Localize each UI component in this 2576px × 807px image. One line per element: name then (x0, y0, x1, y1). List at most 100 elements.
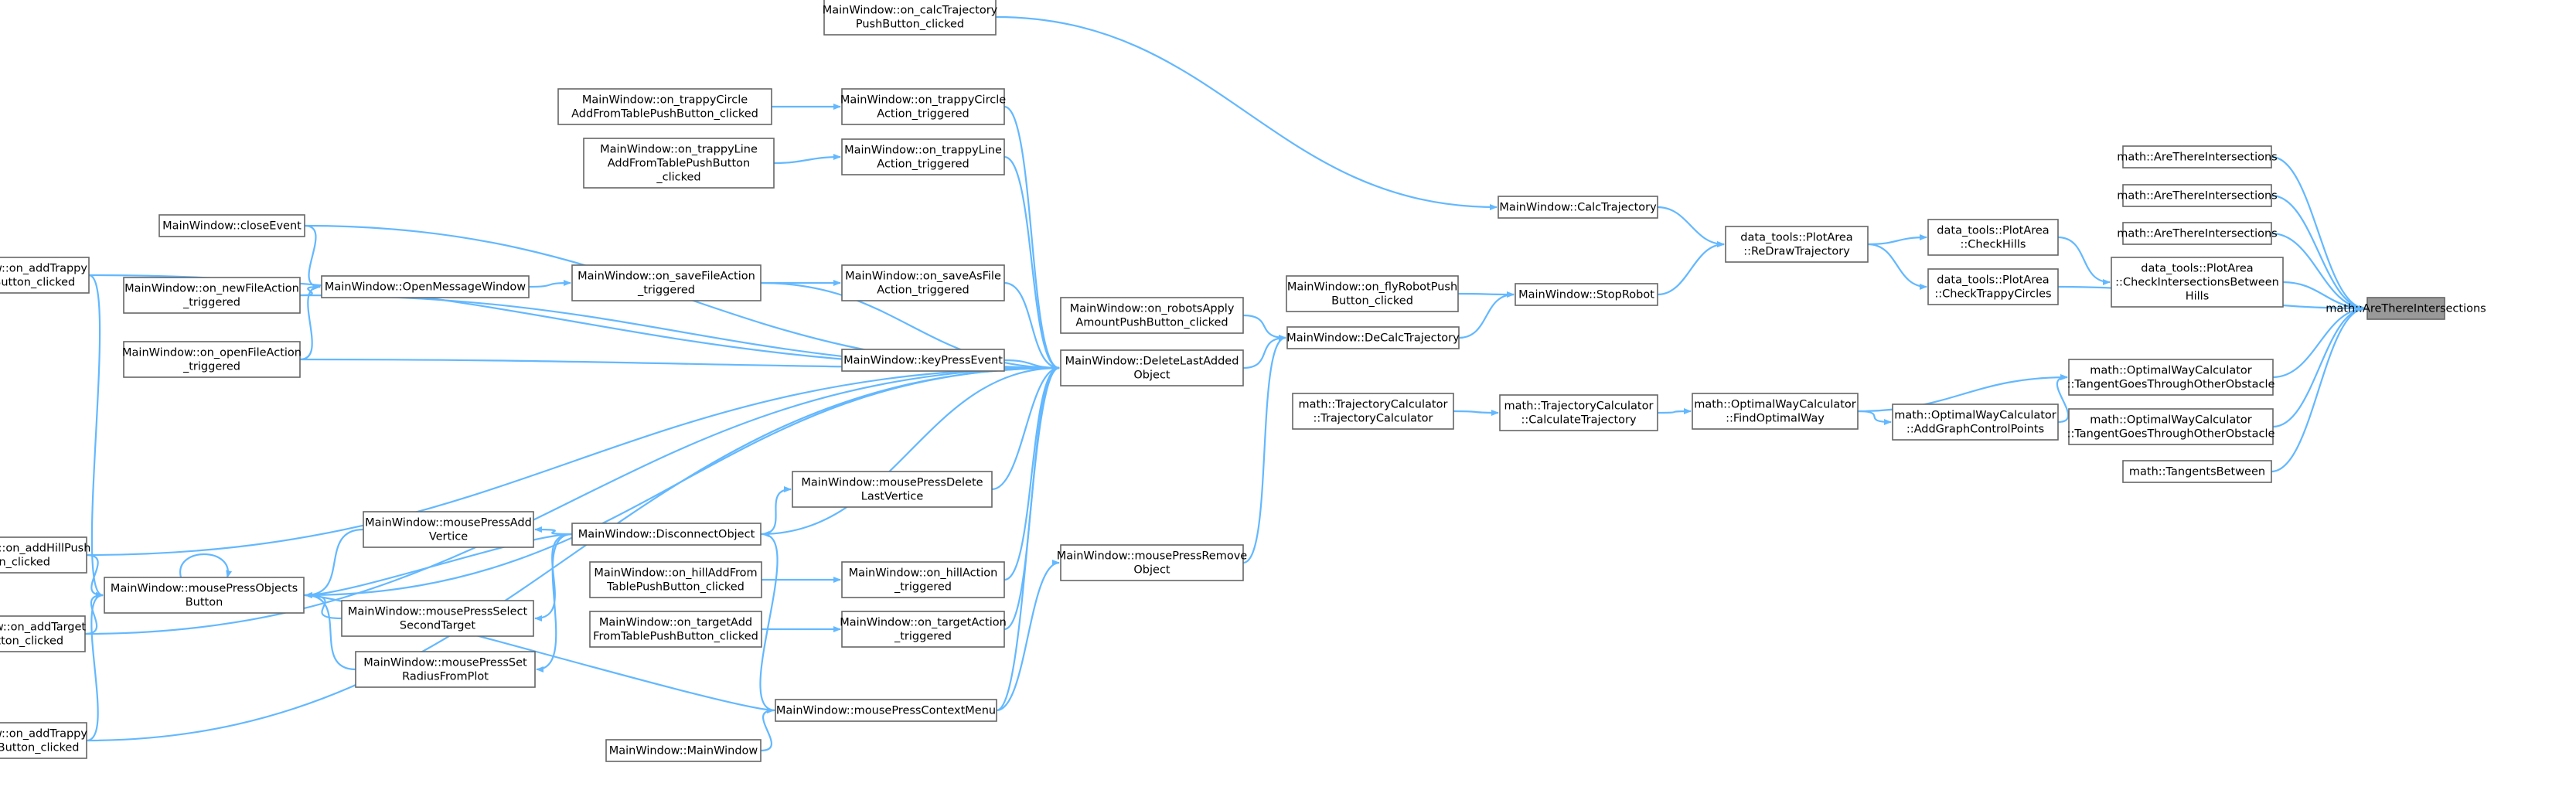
edge-owc-fow-to-owc-tgt1 (1857, 374, 2068, 413)
node-m-ati3[interactable]: math::AreThereIntersections (2117, 222, 2278, 245)
node-mw-ahp[interactable]: MainWindow::on_addHillPushButton_clicked (0, 536, 90, 574)
node-label-line: MainWindow::on_newFileAction (124, 283, 299, 295)
node-pa-ctc[interactable]: data_tools::PlotArea::CheckTrappyCircles (1927, 268, 2059, 305)
edge-mw-mpav-to-mw-mpob (305, 528, 364, 598)
node-m-ati2[interactable]: math::AreThereIntersections (2117, 184, 2278, 207)
node-box (1286, 275, 1459, 312)
edge-mw-ofat-to-mw-omw (299, 284, 321, 361)
node-label-line: ::TangentGoesThroughOtherObstacle (2067, 379, 2275, 391)
node-mw-tlaft[interactable]: MainWindow::on_trappyLineAddFromTablePus… (583, 138, 775, 189)
node-mw-ctpb[interactable]: MainWindow::on_calcTrajectoryPushButton_… (823, 0, 998, 36)
node-mw-tat[interactable]: MainWindow::on_targetAction_triggered (840, 611, 1007, 648)
node-box (1292, 393, 1454, 430)
node-mw-tlat[interactable]: MainWindow::on_trappyLineAction_triggere… (841, 138, 1005, 175)
node-box (0, 257, 90, 294)
edge-mw-mpcm-to-mw-dlao (996, 365, 1060, 712)
edge-mw-dlao-to-mw-dct (1242, 335, 1286, 369)
node-box (841, 138, 1005, 175)
node-box (1060, 297, 1244, 334)
node-m-tb[interactable]: math::TangentsBetween (2122, 460, 2272, 483)
node-pa-cibh[interactable]: data_tools::PlotArea::CheckIntersections… (2111, 257, 2284, 308)
node-mw-taft[interactable]: MainWindow::on_targetAddFromTablePushBut… (589, 611, 762, 648)
edge-mw-do-to-mw-mpdlv (760, 486, 792, 536)
node-mw-kpe[interactable]: MainWindow::keyPressEvent (841, 349, 1005, 372)
node-label-line: MainWindow::closeEvent (162, 220, 302, 233)
node-label-line: MainWindow::mousePressContextMenu (776, 705, 996, 717)
node-box (557, 88, 772, 125)
node-owc-tgt2[interactable]: math::OptimalWayCalculator::TangentGoesT… (2067, 408, 2275, 445)
node-mw-mpcm[interactable]: MainWindow::mousePressContextMenu (775, 699, 997, 722)
node-label-line: TablePushButton_clicked (606, 581, 745, 594)
node-box (823, 0, 997, 36)
edge-m-ati3-to-root (2271, 232, 2366, 312)
node-box (341, 600, 534, 637)
node-label-line: MainWindow::on_saveAsFile (845, 271, 1001, 283)
node-tc-ct[interactable]: math::TrajectoryCalculator::CalculateTra… (1499, 394, 1658, 431)
node-mw-hat[interactable]: MainWindow::on_hillAction_triggered (841, 561, 1005, 598)
edge-mw-tcat-to-mw-dlao (1003, 105, 1060, 371)
node-box (1060, 349, 1244, 386)
node-label-line: Action_triggered (877, 158, 969, 171)
node-label-line: ::CheckIntersectionsBetween (2115, 277, 2279, 289)
node-mw-ce[interactable]: MainWindow::closeEvent (158, 214, 305, 237)
node-label-line: MainWindow::keyPressEvent (843, 355, 1003, 367)
edge-mw-ahp-to-mw-mpob (86, 553, 104, 598)
node-mw-nfat[interactable]: MainWindow::on_newFileAction_triggered (123, 277, 301, 314)
node-owc-tgt1[interactable]: math::OptimalWayCalculator::TangentGoesT… (2067, 359, 2275, 396)
node-mw-frp[interactable]: MainWindow::on_flyRobotPushButton_clicke… (1286, 275, 1459, 312)
node-mw-sr[interactable]: MainWindow::StopRobot (1515, 283, 1658, 306)
node-mw-rapb[interactable]: MainWindow::on_robotsApplyAmountPushButt… (1060, 297, 1244, 334)
node-mw-safat[interactable]: MainWindow::on_saveAsFileAction_triggere… (841, 264, 1005, 301)
node-label-line: MainWindow::on_addTrappy (0, 263, 87, 275)
node-root[interactable]: math::AreThereIntersections (2326, 297, 2486, 320)
node-box (2068, 408, 2274, 445)
node-pa-rdt[interactable]: data_tools::PlotArea::ReDrawTrajectory (1725, 226, 1869, 263)
node-mw-atl[interactable]: MainWindow::on_addTrappyLinePushButton_c… (0, 257, 90, 294)
node-tc-tc[interactable]: math::TrajectoryCalculator::TrajectoryCa… (1292, 393, 1454, 430)
node-mw-atp[interactable]: MainWindow::on_addTargetPushButton_click… (0, 615, 86, 652)
edge-mw-mpsrp-to-mw-mpob (305, 592, 356, 671)
node-label-line: MainWindow::DeCalcTrajectory (1286, 332, 1460, 345)
node-mw-sfat[interactable]: MainWindow::on_saveFileAction_triggered (571, 264, 762, 301)
node-label-line: LinePushButton_clicked (0, 277, 75, 289)
node-mw-dct[interactable]: MainWindow::DeCalcTrajectory (1286, 326, 1460, 349)
node-mw-haft[interactable]: MainWindow::on_hillAddFromTablePushButto… (589, 561, 762, 598)
node-mw-tcaft[interactable]: MainWindow::on_trappyCircleAddFromTableP… (557, 88, 772, 125)
node-label-line: ::FindOptimalWay (1726, 413, 1825, 425)
edge-mw-sfat-to-mw-dlao (760, 281, 1060, 371)
node-owc-fow[interactable]: math::OptimalWayCalculator::FindOptimalW… (1692, 393, 1859, 430)
node-label-line: MainWindow::on_addHillPush (0, 543, 90, 555)
node-mw-atc[interactable]: MainWindow::on_addTrappyCirclePushButton… (0, 722, 87, 759)
edge-pa-rdt-to-pa-ctc (1867, 243, 1927, 290)
node-box (1515, 283, 1658, 306)
node-label-line: MainWindow::on_flyRobotPush (1287, 281, 1457, 294)
node-mw-ct[interactable]: MainWindow::CalcTrajectory (1498, 196, 1658, 219)
node-label-line: math::OptimalWayCalculator (2090, 414, 2252, 427)
node-label-line: SecondTarget (400, 620, 476, 632)
node-mw-do[interactable]: MainWindow::DisconnectObject (571, 523, 762, 546)
node-pa-ch[interactable]: data_tools::PlotArea::CheckHills (1927, 219, 2059, 256)
node-mw-omw[interactable]: MainWindow::OpenMessageWindow (321, 275, 530, 298)
node-mw-tcat[interactable]: MainWindow::on_trappyCircleAction_trigge… (840, 88, 1006, 125)
edge-mw-tlaft-to-mw-tlat (773, 154, 841, 165)
node-mw-ofat[interactable]: MainWindow::on_openFileAction_triggered (122, 341, 302, 378)
node-mw-mw[interactable]: MainWindow::MainWindow (605, 739, 762, 762)
edge-mw-atc-to-mw-dlao (86, 365, 1060, 742)
node-label-line: MainWindow::on_hillAddFrom (594, 567, 757, 580)
node-box (0, 536, 87, 574)
node-box (571, 523, 762, 546)
node-owc-agcp[interactable]: math::OptimalWayCalculator::AddGraphCont… (1892, 404, 2059, 441)
edge-mw-dct-to-mw-sr (1458, 291, 1515, 339)
node-m-ati1[interactable]: math::AreThereIntersections (2117, 145, 2278, 169)
edge-mw-do-to-mw-mpav (534, 526, 573, 536)
node-box (841, 264, 1005, 301)
edge-m-ati2-to-root (2271, 194, 2366, 312)
node-box (2122, 460, 2272, 483)
